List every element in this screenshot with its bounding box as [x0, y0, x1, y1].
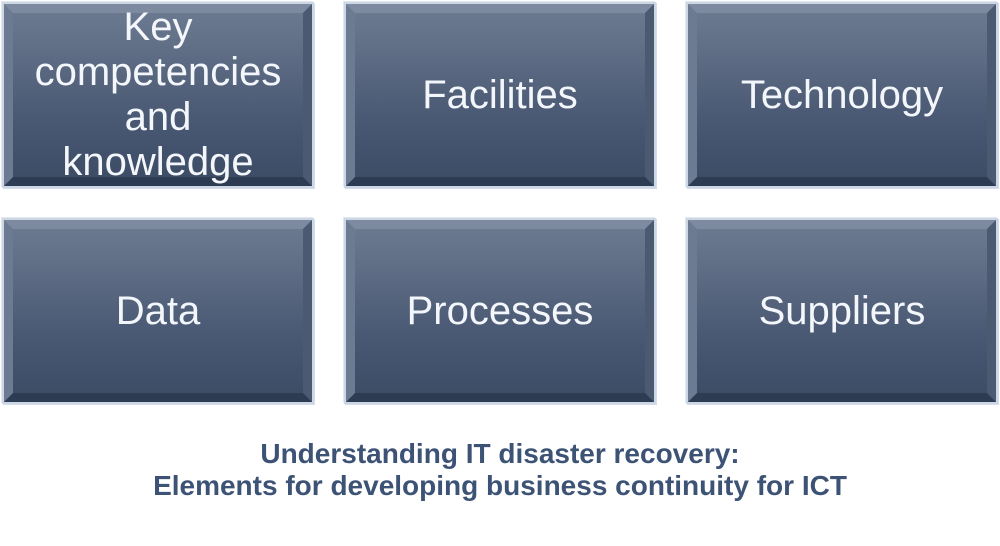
- box-data-label: Data: [4, 220, 312, 402]
- caption-line-2: Elements for developing business continu…: [153, 470, 847, 502]
- box-suppliers: Suppliers: [686, 218, 998, 404]
- box-facilities: Facilities: [344, 2, 656, 188]
- box-facilities-label: Facilities: [346, 4, 654, 186]
- box-processes-label: Processes: [346, 220, 654, 402]
- box-technology: Technology: [686, 2, 998, 188]
- box-key-competencies-label: Key competencies and knowledge: [4, 4, 312, 186]
- boxes-grid: Key competencies and knowledge Facilitie…: [2, 2, 998, 404]
- box-data: Data: [2, 218, 314, 404]
- box-key-competencies: Key competencies and knowledge: [2, 2, 314, 188]
- diagram-caption: Understanding IT disaster recovery: Elem…: [0, 438, 1000, 503]
- box-processes: Processes: [344, 218, 656, 404]
- caption-line-1: Understanding IT disaster recovery:: [260, 438, 740, 469]
- box-suppliers-label: Suppliers: [688, 220, 996, 402]
- box-technology-label: Technology: [688, 4, 996, 186]
